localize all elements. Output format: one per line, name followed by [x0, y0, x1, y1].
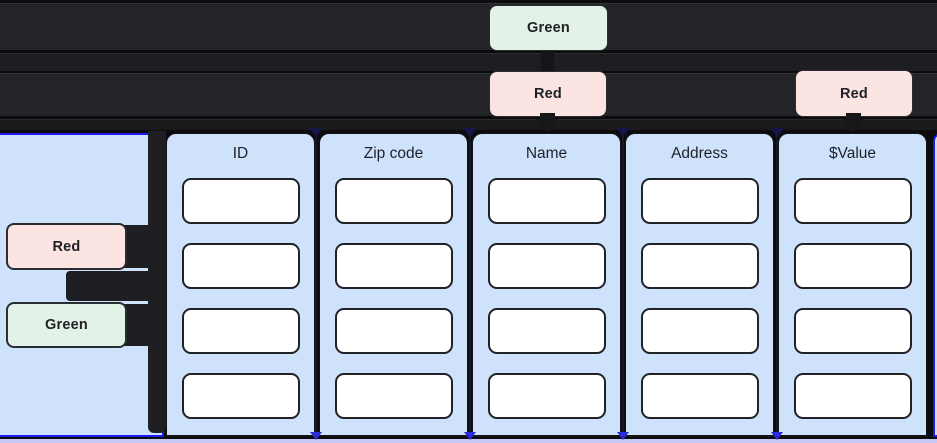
- column-id[interactable]: ID: [166, 133, 315, 437]
- down-arrow-icon: [770, 128, 784, 137]
- field-slot[interactable]: [335, 243, 453, 289]
- edge-line: [622, 136, 624, 436]
- down-arrow-icon: [310, 432, 322, 440]
- edge-line: [776, 136, 778, 436]
- edge-green-to-red[interactable]: [541, 50, 554, 73]
- down-arrow-icon: [536, 119, 558, 133]
- down-arrow-icon: [842, 119, 864, 133]
- field-slot[interactable]: [488, 308, 606, 354]
- left-node-badge-green-label: Green: [45, 317, 88, 333]
- edge-stem: [540, 113, 555, 121]
- edge-vertical-trunk[interactable]: [148, 131, 166, 433]
- field-slot[interactable]: [641, 243, 759, 289]
- column-address[interactable]: Address: [625, 133, 774, 437]
- lane-band-red: [0, 73, 937, 116]
- field-slot[interactable]: [641, 308, 759, 354]
- field-slot[interactable]: [794, 243, 912, 289]
- field-slot[interactable]: [182, 178, 300, 224]
- lane-band-top: [0, 3, 937, 50]
- column-address-header: Address: [671, 145, 728, 162]
- node-red-value[interactable]: Red: [795, 70, 913, 117]
- field-slot[interactable]: [641, 178, 759, 224]
- field-slot[interactable]: [794, 373, 912, 419]
- field-slot[interactable]: [335, 373, 453, 419]
- field-slot[interactable]: [488, 178, 606, 224]
- left-node-badge-red[interactable]: Red: [6, 223, 127, 270]
- column-name[interactable]: Name: [472, 133, 621, 437]
- field-slot[interactable]: [794, 308, 912, 354]
- lane-band-middle: [0, 53, 937, 71]
- node-red-value-label: Red: [840, 85, 868, 102]
- right-target-node[interactable]: [933, 133, 937, 437]
- node-red-name[interactable]: Red: [489, 71, 607, 117]
- column-id-header: ID: [232, 145, 249, 162]
- edge-stem: [846, 113, 861, 121]
- down-arrow-icon: [771, 432, 783, 440]
- down-arrow-icon: [309, 128, 323, 137]
- field-slot[interactable]: [182, 243, 300, 289]
- down-arrow-icon: [463, 128, 477, 137]
- down-arrow-icon: [617, 432, 629, 440]
- lane-band-bottom: [0, 119, 937, 130]
- field-slot[interactable]: [488, 373, 606, 419]
- node-green-top[interactable]: Green: [489, 5, 608, 51]
- field-slot[interactable]: [182, 308, 300, 354]
- column-name-header: Name: [525, 145, 568, 162]
- field-slot[interactable]: [641, 373, 759, 419]
- field-slot[interactable]: [182, 373, 300, 419]
- left-node-badge-green[interactable]: Green: [6, 302, 127, 348]
- node-red-name-label: Red: [534, 86, 562, 102]
- field-slot[interactable]: [335, 308, 453, 354]
- column-value-header: $Value: [828, 145, 877, 162]
- column-zip-code-header: Zip code: [363, 145, 424, 162]
- edge-between-badges[interactable]: [66, 271, 152, 301]
- node-green-top-label: Green: [527, 20, 570, 36]
- down-arrow-icon: [464, 432, 476, 440]
- field-slot[interactable]: [488, 243, 606, 289]
- edge-line: [469, 136, 471, 436]
- field-slot[interactable]: [335, 178, 453, 224]
- down-arrow-icon: [616, 128, 630, 137]
- edge-line: [315, 136, 317, 436]
- column-value[interactable]: $Value: [778, 133, 927, 437]
- column-zip-code[interactable]: Zip code: [319, 133, 468, 437]
- left-node-badge-red-label: Red: [52, 238, 81, 255]
- field-slot[interactable]: [794, 178, 912, 224]
